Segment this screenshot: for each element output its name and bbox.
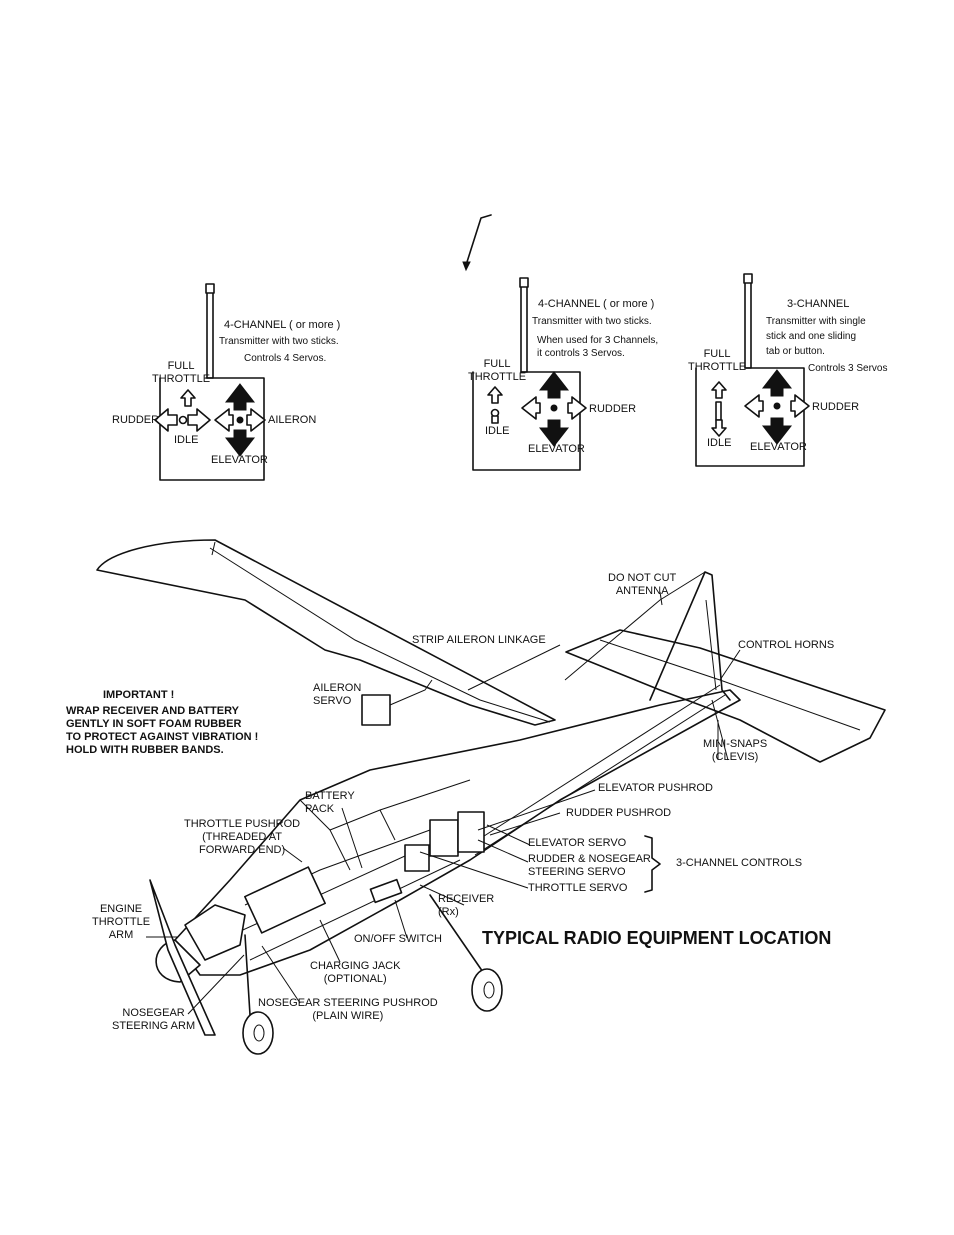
label-on-off-switch: ON/OFF SWITCH bbox=[354, 933, 442, 945]
tx2-full-throttle: FULL THROTTLE bbox=[468, 358, 527, 383]
label-aileron-servo: AILERON SERVO bbox=[313, 682, 362, 707]
tx2-title: 4-CHANNEL ( or more ) bbox=[538, 298, 655, 310]
tx3-rudder: RUDDER bbox=[812, 401, 860, 413]
label-engine-throttle-arm: ENGINE THROTTLE ARM bbox=[92, 903, 151, 941]
nosegear-pushrod bbox=[249, 859, 461, 961]
label-elevator-pushrod: ELEVATOR PUSHROD bbox=[598, 782, 713, 794]
label-receiver: RECEIVER (Rx) bbox=[438, 893, 495, 918]
antenna-wire bbox=[564, 571, 706, 681]
tx2-elevator: ELEVATOR bbox=[528, 443, 585, 455]
tx1-rudder: RUDDER bbox=[112, 414, 160, 426]
tx1-idle: IDLE bbox=[174, 434, 199, 446]
tx3-line1: Transmitter with single bbox=[766, 316, 866, 327]
tx1-case bbox=[159, 377, 265, 481]
tx3-full-throttle: FULL THROTTLE bbox=[688, 348, 747, 373]
tx1-aileron: AILERON bbox=[268, 414, 317, 426]
rudder-pushrod bbox=[474, 694, 726, 856]
label-charging-jack: CHARGING JACK (OPTIONAL) bbox=[310, 960, 401, 985]
engine bbox=[184, 904, 246, 961]
tx1-elevator: ELEVATOR bbox=[211, 454, 268, 466]
tx3-line4: Controls 3 Servos bbox=[808, 363, 888, 374]
label-control-horns: CONTROL HORNS bbox=[738, 639, 835, 651]
throttle-pushrod bbox=[209, 839, 441, 946]
stray-arrow-mark bbox=[466, 214, 492, 263]
tx1-line2: Controls 4 Servos. bbox=[244, 353, 327, 364]
label-3-channel-controls: 3-CHANNEL CONTROLS bbox=[676, 857, 803, 869]
tx1-title: 4-CHANNEL ( or more ) bbox=[224, 319, 341, 331]
tx2-line3: it controls 3 Servos. bbox=[537, 348, 625, 359]
label-wrap-note: WRAP RECEIVER AND BATTERY GENTLY IN SOFT… bbox=[66, 705, 259, 756]
wing bbox=[96, 539, 556, 726]
tx1-full-throttle: FULL THROTTLE bbox=[152, 360, 211, 385]
label-strip-aileron-linkage: STRIP AILERON LINKAGE bbox=[412, 634, 546, 646]
tx3-line2: stick and one sliding bbox=[766, 331, 857, 342]
tx2-case bbox=[472, 371, 581, 471]
label-mini-snaps: MINI-SNAPS (CLEVIS) bbox=[703, 738, 768, 763]
label-rudder-nosegear-servo: RUDDER & NOSEGEAR STEERING SERVO bbox=[528, 853, 651, 878]
main-wheel bbox=[471, 968, 503, 1012]
label-throttle-pushrod: THROTTLE PUSHROD (THREADED AT FORWARD EN… bbox=[184, 818, 301, 856]
transmitter-2 bbox=[472, 277, 587, 471]
tx3-case bbox=[695, 367, 805, 467]
propeller bbox=[149, 879, 216, 1036]
label-elevator-servo: ELEVATOR SERVO bbox=[528, 837, 627, 849]
bracket bbox=[644, 835, 661, 893]
airplane-drawing bbox=[96, 539, 886, 1055]
label-important: IMPORTANT ! bbox=[103, 689, 175, 701]
label-do-not-cut-antenna: DO NOT CUT ANTENNA bbox=[608, 572, 677, 597]
tx3-idle: IDLE bbox=[707, 437, 732, 449]
tx1-line1: Transmitter with two sticks. bbox=[219, 336, 339, 347]
tx3-title: 3-CHANNEL bbox=[787, 298, 850, 310]
tx2-idle: IDLE bbox=[485, 425, 510, 437]
transmitter-1 bbox=[154, 283, 266, 481]
transmitter-3 bbox=[695, 273, 810, 467]
nose-wheel bbox=[242, 1011, 274, 1055]
label-rudder-pushrod: RUDDER PUSHROD bbox=[566, 807, 672, 819]
fuselage bbox=[174, 689, 741, 976]
diagram-title: TYPICAL RADIO EQUIPMENT LOCATION bbox=[482, 928, 832, 948]
vertical-fin bbox=[649, 571, 731, 701]
tx2-line2: When used for 3 Channels, bbox=[537, 335, 659, 346]
tx2-rudder: RUDDER bbox=[589, 403, 637, 415]
tx3-line3: tab or button. bbox=[766, 346, 825, 357]
label-nosegear-steering-arm: NOSEGEAR STEERING ARM bbox=[112, 1007, 196, 1032]
aileron-servo-shape bbox=[361, 694, 391, 726]
label-battery-pack: BATTERY PACK bbox=[305, 790, 355, 815]
label-throttle-servo: THROTTLE SERVO bbox=[528, 882, 628, 894]
tx2-line1: Transmitter with two sticks. bbox=[532, 316, 652, 327]
tx3-elevator: ELEVATOR bbox=[750, 441, 807, 453]
label-nosegear-steering-pushrod: NOSEGEAR STEERING PUSHROD (PLAIN WIRE) bbox=[258, 997, 438, 1022]
